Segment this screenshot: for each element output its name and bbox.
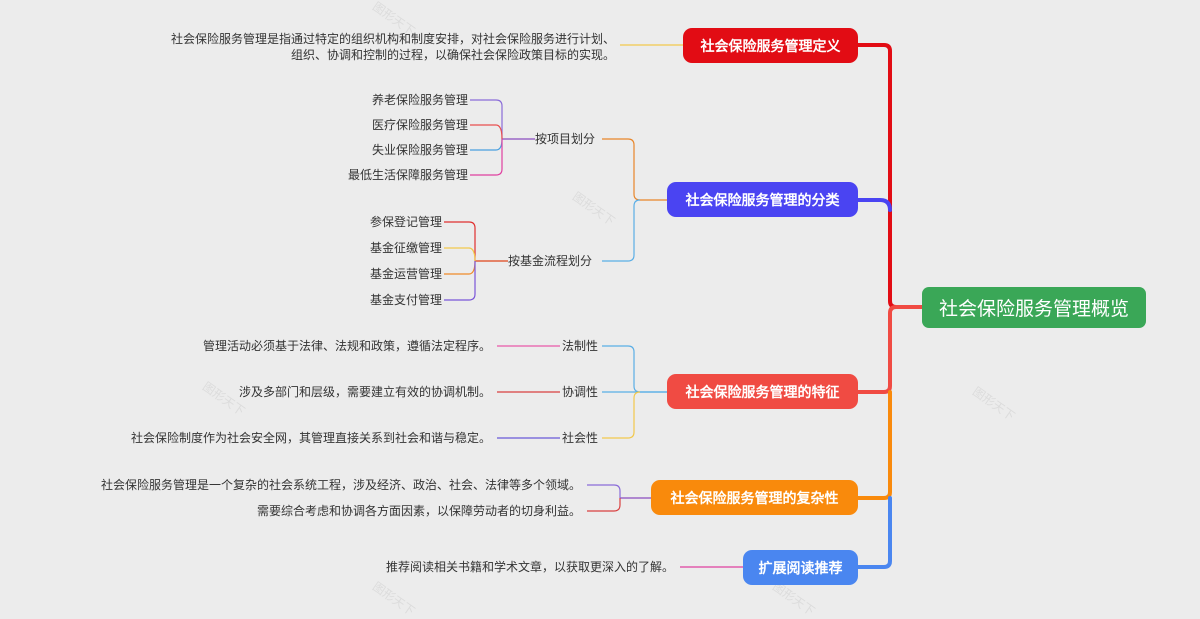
trunk-to-classification xyxy=(856,198,892,212)
reading-item[interactable]: 推荐阅读相关书籍和学术文章，以获取更深入的了解。 xyxy=(385,560,674,574)
branch-classification[interactable]: 社会保险服务管理的分类 xyxy=(667,182,858,217)
root-node[interactable]: 社会保险服务管理概览 xyxy=(922,287,1146,328)
classification-connectors xyxy=(444,99,667,301)
project-item[interactable]: 养老保险服务管理 xyxy=(371,93,468,107)
complexity-item[interactable]: 需要综合考虑和协调各方面因素，以保障劳动者的切身利益。 xyxy=(256,504,581,518)
trunk-to-features xyxy=(856,305,924,394)
complexity-item[interactable]: 社会保险服务管理是一个复杂的社会系统工程，涉及经济、政治、社会、法律等多个领域。 xyxy=(100,478,581,492)
flow-item[interactable]: 基金运营管理 xyxy=(369,267,442,281)
project-item[interactable]: 失业保险服务管理 xyxy=(371,143,468,157)
trunk-to-complexity xyxy=(856,390,892,500)
flow-item[interactable]: 参保登记管理 xyxy=(369,215,442,229)
feature-label[interactable]: 社会性 xyxy=(562,431,599,445)
feature-desc[interactable]: 涉及多部门和层级，需要建立有效的协调机制。 xyxy=(238,385,491,399)
trunk-to-definition xyxy=(856,43,924,309)
trunk-connectors xyxy=(856,43,924,569)
classification-by-flow[interactable]: 按基金流程划分 xyxy=(508,254,593,268)
definition-line-2: 组织、协调和控制的过程，以确保社会保险政策目标的实现。 xyxy=(290,48,615,62)
classification-by-project[interactable]: 按项目划分 xyxy=(535,132,596,146)
branch-complexity[interactable]: 社会保险服务管理的复杂性 xyxy=(651,480,858,515)
project-item[interactable]: 医疗保险服务管理 xyxy=(371,118,468,132)
branch-features[interactable]: 社会保险服务管理的特征 xyxy=(667,374,858,409)
branch-definition[interactable]: 社会保险服务管理定义 xyxy=(683,28,858,63)
definition-line-1: 社会保险服务管理是指通过特定的组织机构和制度安排，对社会保险服务进行计划、 xyxy=(170,32,615,46)
branch-reading[interactable]: 扩展阅读推荐 xyxy=(743,550,858,585)
feature-desc[interactable]: 社会保险制度作为社会安全网，其管理直接关系到社会和谐与稳定。 xyxy=(130,431,491,445)
features-connectors xyxy=(497,345,667,439)
definition-text[interactable]: 社会保险服务管理是指通过特定的组织机构和制度安排，对社会保险服务进行计划、 组织… xyxy=(171,31,615,63)
feature-label[interactable]: 法制性 xyxy=(562,339,599,353)
flow-item[interactable]: 基金征缴管理 xyxy=(369,241,442,255)
project-item[interactable]: 最低生活保障服务管理 xyxy=(347,168,468,182)
feature-label[interactable]: 协调性 xyxy=(562,385,599,399)
complexity-connectors xyxy=(587,484,651,512)
flow-item[interactable]: 基金支付管理 xyxy=(369,293,442,307)
trunk-to-reading xyxy=(856,496,892,569)
feature-desc[interactable]: 管理活动必须基于法律、法规和政策，遵循法定程序。 xyxy=(202,339,491,353)
